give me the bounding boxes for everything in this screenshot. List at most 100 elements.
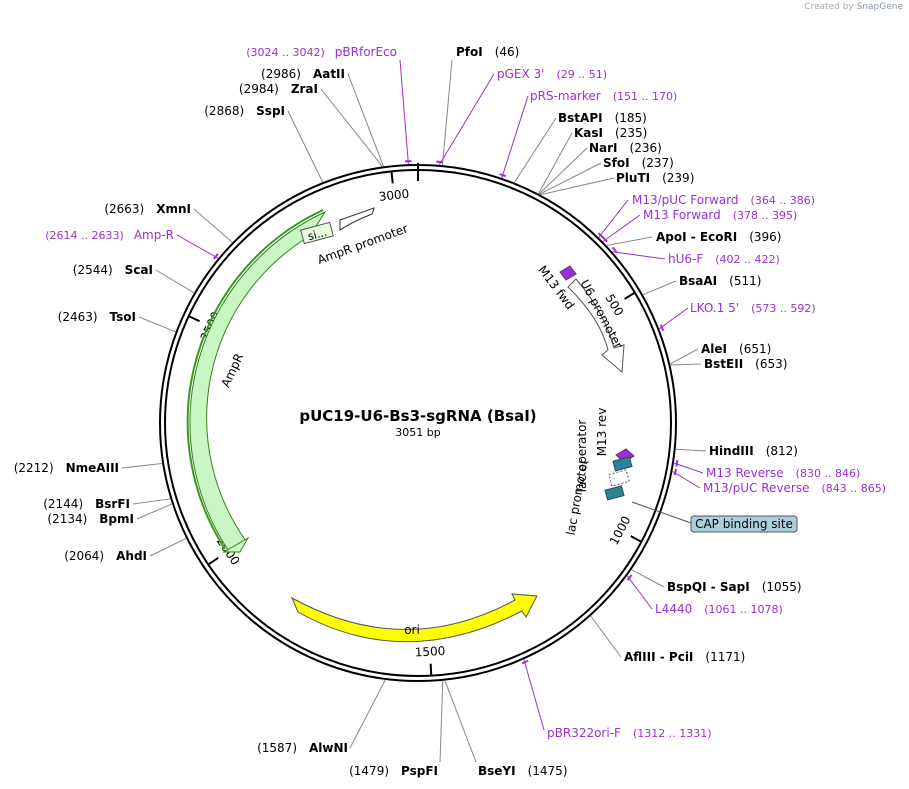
ampr-feature[interactable] (189, 210, 327, 551)
ampr-promoter-arrow[interactable] (339, 207, 375, 231)
lac-operator-box[interactable] (612, 456, 633, 472)
primer-binding-mark (521, 659, 529, 665)
primer-label-m13-forward[interactable]: M13 Forward(378 .. 395) (643, 208, 797, 222)
primer-label-m13-puc-reverse[interactable]: M13/pUC Reverse(843 .. 865) (703, 481, 886, 495)
primer-label-m13-reverse[interactable]: M13 Reverse(830 .. 846) (706, 466, 860, 480)
enzyme-label-bsaai[interactable]: BsaAI(511) (679, 274, 761, 288)
primer-leader-line (523, 659, 545, 731)
primer-label-amp-r[interactable]: (2614 .. 2633)Amp-R (45, 228, 174, 242)
primer-leader-line (602, 214, 641, 243)
primer-label-m13-puc-forward[interactable]: M13/pUC Forward(364 .. 386) (632, 193, 815, 207)
primer-binding-mark (659, 324, 665, 332)
tick-mark (390, 171, 394, 184)
enzyme-label-bspqi-sapi[interactable]: BspQI - SapI(1055) (667, 580, 802, 594)
enzyme-label-zrai[interactable]: (2984)ZraI (239, 82, 318, 96)
enzyme-leader-line (287, 110, 324, 183)
primer-labels: pGEX 3'(29 .. 51) pRS-marker(151 .. 170)… (45, 45, 886, 740)
tick-marks: 50010001500200025003000 (188, 171, 642, 676)
primer-binding-mark (673, 468, 677, 476)
primer-label-prs-marker[interactable]: pRS-marker(151 .. 170) (530, 89, 677, 103)
enzyme-label-hindiii[interactable]: HindIII(812) (709, 444, 798, 458)
enzyme-label-nari[interactable]: NarI(236) (589, 141, 662, 155)
lac-promoter-label: lac promoter (564, 458, 591, 536)
primer-binding-mark (602, 236, 608, 243)
primer-binding-mark (436, 160, 443, 164)
primer-label-hu6-f[interactable]: hU6-F(402 .. 422) (668, 252, 780, 266)
enzyme-leader-line (138, 316, 176, 333)
lac-promoter-dotted-box[interactable] (608, 469, 630, 487)
enzyme-leader-line (606, 236, 653, 246)
ori-label: ori (404, 623, 420, 637)
primer-label-pgex3[interactable]: pGEX 3'(29 .. 51) (497, 67, 607, 81)
primer-leader-line (673, 462, 704, 474)
enzyme-label-apoi-ecori[interactable]: ApoI - EcoRI(396) (656, 230, 781, 244)
enzyme-label-aatii[interactable]: (2986)AatII (261, 67, 345, 81)
ampr-outline-highlight (186, 209, 324, 550)
enzyme-label-ahdi[interactable]: (2064)AhdI (64, 549, 147, 563)
enzyme-label-alei[interactable]: AleI(651) (701, 342, 771, 356)
enzyme-leader-line (675, 448, 707, 452)
enzyme-label-bsrfi[interactable]: (2144)BsrFI (43, 497, 130, 511)
primer-binding-mark (675, 460, 679, 467)
enzyme-label-bsteii[interactable]: BstEII(653) (704, 357, 787, 371)
primer-leader-line (658, 307, 689, 330)
plasmid-name: pUC19-U6-Bs3-sgRNA (BsaI) (299, 407, 536, 425)
enzyme-leader-line (155, 269, 195, 294)
cap-site-label: CAP binding site (695, 517, 793, 531)
primer-label-pbr322ori-f[interactable]: pBR322ori-F(1312 .. 1331) (547, 726, 712, 740)
enzyme-leader-line (513, 117, 557, 183)
enzyme-leader-line (121, 463, 163, 469)
enzyme-label-tsoi[interactable]: (2463)TsoI (58, 310, 136, 324)
snapgene-logo: SnapGene (856, 2, 903, 12)
enzyme-leader-line (590, 615, 622, 658)
enzyme-label-pspfi[interactable]: (1479)PspFI (349, 764, 438, 778)
enzyme-label-kasi[interactable]: KasI(235) (574, 126, 647, 140)
enzyme-leader-line (193, 208, 233, 243)
primer-binding-mark (499, 173, 507, 178)
ori-feature[interactable] (290, 593, 538, 643)
primer-label-pbrforeco[interactable]: (3024 .. 3042)pBRforEco (246, 45, 397, 59)
enzyme-label-bstapi[interactable]: BstAPI(185) (558, 111, 647, 125)
enzyme-label-bseyi[interactable]: BseYI(1475) (478, 764, 568, 778)
tick-mark (207, 556, 219, 566)
signal-sequence-label: si... (306, 226, 328, 244)
enzyme-leader-line (442, 59, 453, 166)
primer-leader-line (399, 59, 409, 165)
primer-label-l4440[interactable]: L4440(1061 .. 1078) (655, 602, 783, 616)
enzyme-label-alwni[interactable]: (1587)AlwNI (257, 741, 348, 755)
enzyme-label-sspi[interactable]: (2868)SspI (204, 104, 285, 118)
enzyme-leader-line (538, 147, 588, 195)
enzyme-leader-line (136, 503, 173, 520)
tick-mark (188, 315, 200, 323)
primer-leader-line (626, 575, 653, 610)
u6-promoter-arrow[interactable] (567, 278, 625, 374)
primer-leader-line (672, 470, 701, 489)
signal-sequence-box[interactable] (300, 221, 334, 245)
enzyme-leader-line (320, 88, 383, 167)
cap-site-box[interactable] (604, 485, 625, 501)
ampr-arrowhead (222, 536, 250, 553)
enzyme-label-pluti[interactable]: PluTI(239) (616, 171, 694, 185)
primer-leader-line (612, 251, 666, 260)
cap-site-label-box[interactable] (690, 515, 798, 533)
watermark-prefix: Created by (804, 2, 854, 12)
enzyme-label-xmni[interactable]: (2663)XmnI (104, 202, 191, 216)
tick-mark (630, 535, 642, 543)
enzyme-leader-line (539, 162, 602, 195)
annotation-leaders (121, 59, 707, 763)
enzyme-label-bpmi[interactable]: (2134)BpmI (47, 512, 134, 526)
primer-label-lko1-5[interactable]: LKO.1 5'(573 .. 592) (690, 301, 816, 315)
tick-mark (624, 291, 636, 300)
enzyme-leader-line (149, 537, 187, 557)
enzyme-label-pfoi[interactable]: PfoI(46) (456, 45, 519, 59)
tick-label: 1500 (414, 644, 445, 660)
primer-binding-mark (626, 574, 633, 581)
enzyme-label-sfoi[interactable]: SfoI(237) (603, 156, 674, 170)
enzyme-label-nmeaiii[interactable]: (2212)NmeAIII (14, 461, 119, 475)
m13-fwd-marker[interactable] (559, 265, 577, 281)
primer-binding-mark (597, 232, 604, 239)
enzyme-label-afliii-pcii[interactable]: AflIII - PciI(1171) (624, 650, 745, 664)
enzyme-labels: PfoI(46) BstAPI(185) KasI(235) NarI(236)… (14, 45, 802, 778)
enzyme-label-scai[interactable]: (2544)ScaI (73, 263, 153, 277)
enzyme-leader-line (538, 132, 573, 194)
